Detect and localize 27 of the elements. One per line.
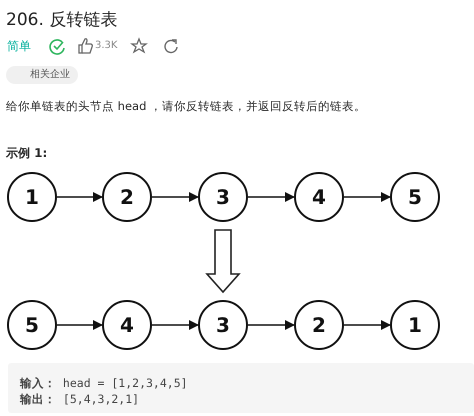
list-node-circle: 3 (198, 172, 248, 222)
list-node-circle: 4 (294, 172, 344, 222)
list-node-circle: 5 (390, 172, 440, 222)
difficulty-label: 简单 (7, 38, 31, 55)
page-title: 206. 反转链表 (6, 9, 118, 31)
like-count: 3.3K (95, 40, 118, 51)
block-arrow (205, 229, 241, 294)
description-text: 给你单链表的头节点 head ，请你反转链表，并返回反转后的链表。 (6, 99, 366, 114)
arrow (152, 192, 199, 202)
arrow (57, 192, 103, 202)
output-text: 输出： [5,4,3,2,1] (20, 392, 140, 407)
arrow (248, 192, 295, 202)
list-node-circle: 3 (198, 300, 248, 350)
list-node-circle: 5 (7, 300, 57, 350)
list-node-circle: 4 (102, 300, 152, 350)
list-node-circle: 2 (102, 172, 152, 222)
list-node-circle: 1 (390, 300, 440, 350)
arrow (344, 320, 391, 330)
arrow (248, 320, 295, 330)
tag-label: 相关企业 (6, 66, 78, 84)
arrow (57, 320, 103, 330)
example-heading: 示例 1: (6, 145, 48, 162)
list-node-circle: 1 (7, 172, 57, 222)
input-text: 输入： head = [1,2,3,4,5] (20, 376, 188, 391)
arrow (344, 192, 391, 202)
arrow (152, 320, 199, 330)
list-node-circle: 2 (294, 300, 344, 350)
